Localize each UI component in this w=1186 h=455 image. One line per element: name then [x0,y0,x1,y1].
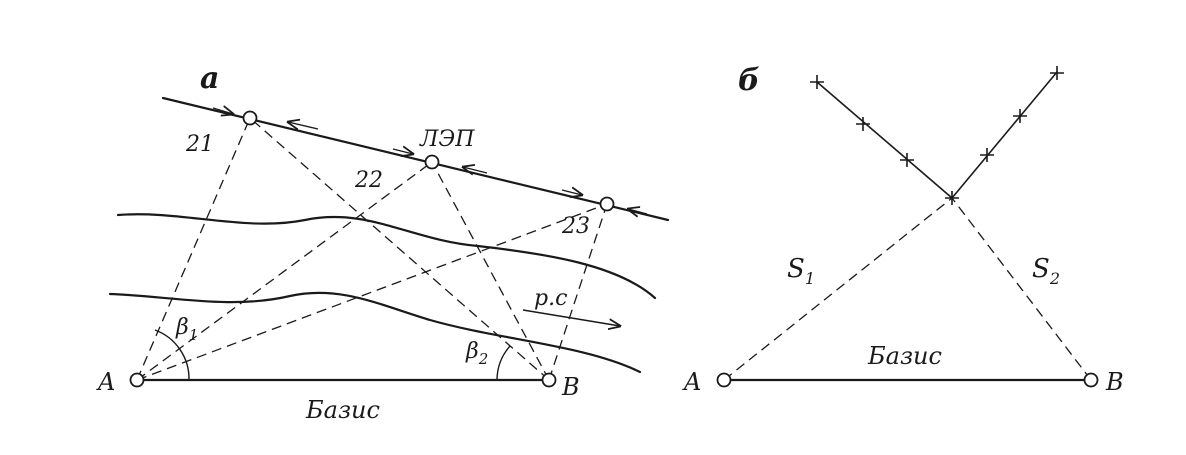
point-23 [599,196,615,212]
point-b [541,372,557,388]
point-a-label: A [96,368,115,396]
panel-a-letter: а [200,61,219,96]
angle-arc-beta-2 [496,345,511,381]
line-a-to-upper-right [951,71,1058,199]
panel-a: а ЛЭП р.с β1 [96,61,670,424]
sight-a-23 [136,203,608,381]
panel-b: б S1 S2 A B Базис [682,63,1124,396]
point-a [129,372,145,388]
point-a-b [716,372,732,388]
river-bank-upper [116,213,657,300]
point-22-label: 22 [354,168,383,193]
distance-s1-label: S1 [787,254,815,288]
sight-b-21 [249,117,550,381]
current-label: р.с [534,286,567,311]
point-b-b [1083,372,1099,388]
river-bank-lower [108,291,642,374]
angle-beta-2: β2 [465,339,488,368]
baseline-b-label: Базис [867,342,942,370]
sight-b-22 [431,161,550,381]
point-b-label: B [561,373,580,401]
point-b-b-label: B [1105,368,1124,396]
point-22 [424,154,440,170]
point-21-label: 21 [185,132,214,157]
point-23-label: 23 [561,214,590,239]
distance-s2-label: S2 [1032,254,1060,288]
point-21 [242,110,258,126]
power-line-label: ЛЭП [419,127,475,152]
panel-b-letter: б [738,63,760,98]
point-a-b-label: A [682,368,701,396]
line-b-to-upper-left [816,81,953,199]
distance-s1 [723,197,953,381]
sight-a-22 [136,161,433,381]
baseline-a-label: Базис [305,396,380,424]
distance-s2 [951,197,1092,381]
angle-beta-1: β1 [175,315,198,344]
power-line [161,96,670,222]
current-arrow [522,309,620,326]
angle-arc-beta-1 [154,329,190,381]
